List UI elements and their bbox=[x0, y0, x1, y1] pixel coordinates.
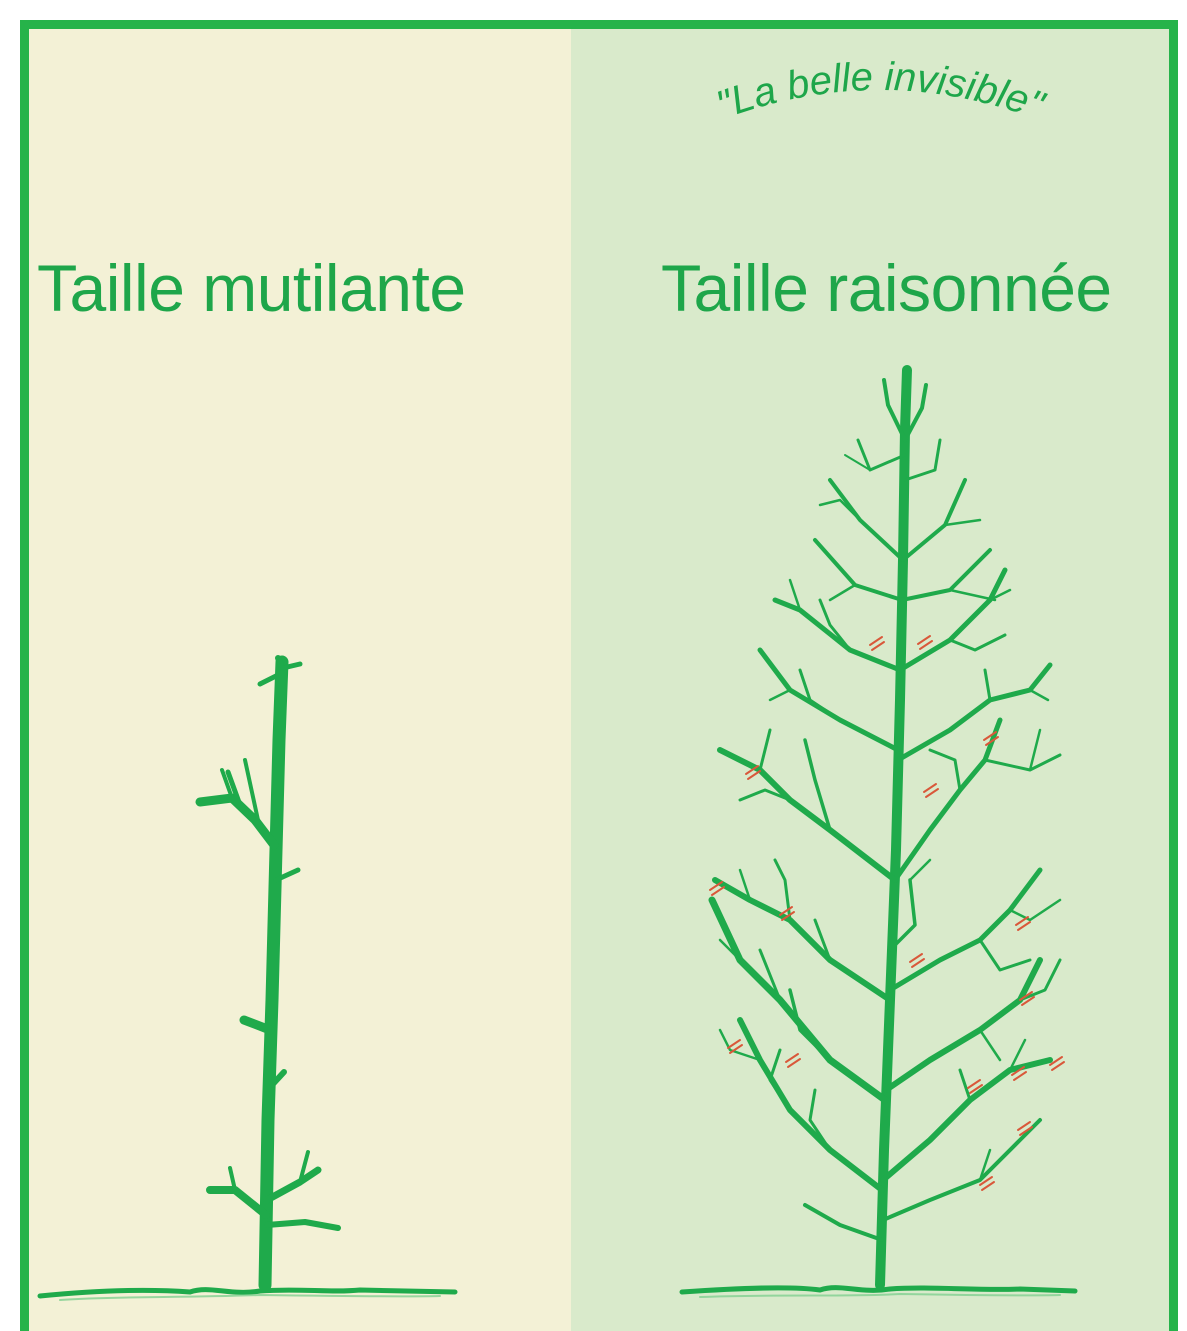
pollarded-tree-icon bbox=[40, 658, 455, 1300]
cut-mark bbox=[918, 636, 932, 649]
cut-mark bbox=[924, 784, 938, 797]
pruned-tree-icon bbox=[682, 370, 1075, 1297]
cut-mark bbox=[786, 1054, 800, 1067]
right-panel-subtitle: "La belle invisible" bbox=[711, 55, 1051, 129]
cut-mark bbox=[870, 637, 884, 650]
cut-mark bbox=[910, 954, 924, 967]
